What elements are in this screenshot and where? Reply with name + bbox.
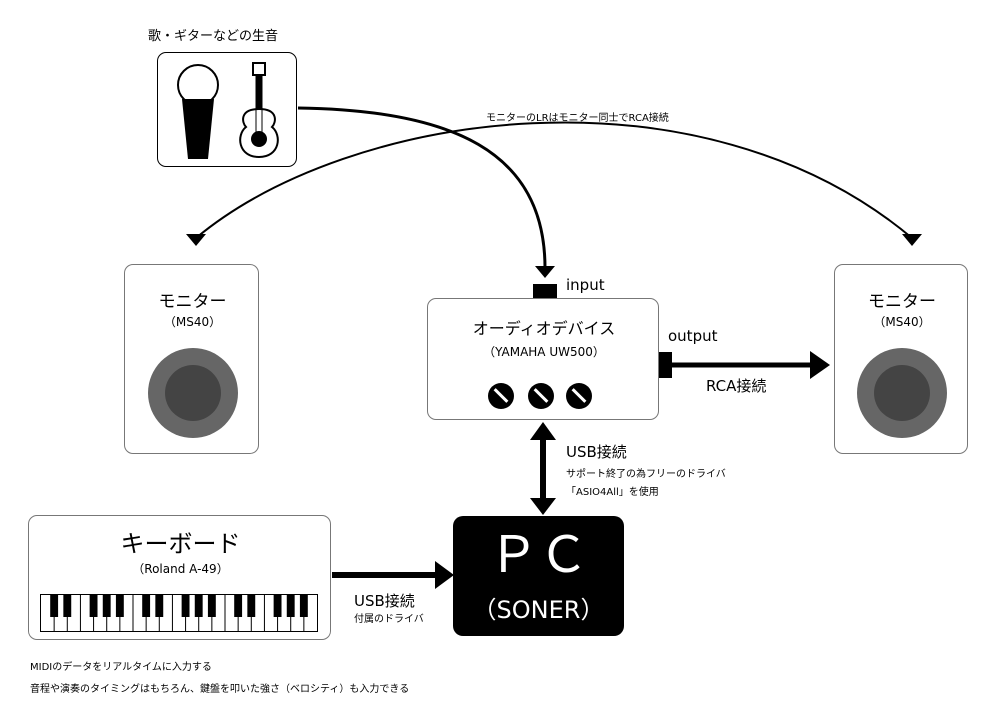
monitor-right-title: モニター [868, 292, 936, 312]
black-key [181, 595, 190, 617]
knob-1-icon[interactable] [488, 383, 514, 409]
usb-audio-arrow-up [530, 422, 556, 440]
keyboard-model: （Roland A-49） [132, 562, 229, 576]
microphone-icon [177, 64, 219, 159]
footnote-line-1: MIDIのデータをリアルタイムに入力する [30, 662, 212, 673]
black-key [50, 595, 59, 617]
piano-keys-svg [50, 595, 308, 631]
black-key [234, 595, 243, 617]
black-key [273, 595, 282, 617]
usb-keyboard-arrowhead [435, 561, 454, 589]
source-instruments-box [157, 52, 297, 167]
audio-output-port [659, 352, 672, 378]
audio-device: オーディオデバイス （YAMAHA UW500） [427, 298, 659, 420]
pc-title: ＰＣ [488, 526, 589, 584]
source-to-input-cable [297, 106, 547, 269]
monitor-left-speaker-icon [148, 348, 238, 438]
monitor-left-title: モニター [158, 292, 227, 312]
usb-audio-arrow-down [530, 498, 556, 515]
rca-connection-label: RCA接続 [706, 377, 767, 395]
guitar-icon [239, 62, 279, 159]
usb-keyboard-note: 付属のドライバ [354, 614, 424, 625]
audio-device-title: オーディオデバイス [472, 319, 616, 338]
monitor-connection-note: モニターのLRはモニター同士でRCA接続 [486, 113, 669, 124]
audio-output-label: output [668, 327, 718, 345]
audio-device-model: （YAMAHA UW500） [483, 345, 605, 359]
usb-audio-note-1: サポート終了の為フリーのドライバ [566, 469, 726, 480]
input-arrowhead [535, 266, 555, 278]
output-arrowhead [810, 351, 830, 379]
keyboard-title: キーボード [120, 530, 241, 558]
monitor-lr-arc [195, 121, 913, 239]
black-key [102, 595, 111, 617]
black-key [286, 595, 295, 617]
black-key [63, 595, 72, 617]
audio-input-label: input [566, 276, 605, 294]
pc-subtitle: （SONER） [472, 596, 605, 624]
monitor-left: モニター （MS40） [124, 264, 259, 454]
monitor-right-cone [874, 365, 930, 421]
monitor-right-speaker-icon [857, 348, 947, 438]
audio-input-port [533, 284, 557, 298]
knob-2-icon[interactable] [528, 383, 554, 409]
usb-audio-note-2: 「ASIO4All」を使用 [566, 487, 659, 498]
monitor-left-cone [165, 365, 221, 421]
black-key [115, 595, 124, 617]
black-key [194, 595, 203, 617]
monitor-right: モニター （MS40） [834, 264, 968, 454]
black-key [89, 595, 98, 617]
source-label: 歌・ギターなどの生音 [148, 29, 279, 44]
usb-audio-label: USB接続 [566, 443, 627, 461]
black-key [207, 595, 216, 617]
black-key [155, 595, 164, 617]
monitor-right-model: （MS40） [873, 315, 931, 329]
monitor-left-model: （MS40） [163, 315, 222, 329]
monitor-right-arrowhead [902, 234, 922, 246]
footnote-line-2: 音程や演奏のタイミングはもちろん、鍵盤を叩いた強さ（ベロシティ）も入力できる [30, 684, 410, 695]
black-key [142, 595, 151, 617]
black-key [247, 595, 256, 617]
piano-keys-icon [40, 594, 318, 632]
black-key [299, 595, 308, 617]
knob-3-icon[interactable] [566, 383, 592, 409]
monitor-left-arrowhead [186, 234, 206, 246]
usb-keyboard-label: USB接続 [354, 592, 415, 610]
pc-box: ＰＣ （SONER） [453, 516, 624, 636]
